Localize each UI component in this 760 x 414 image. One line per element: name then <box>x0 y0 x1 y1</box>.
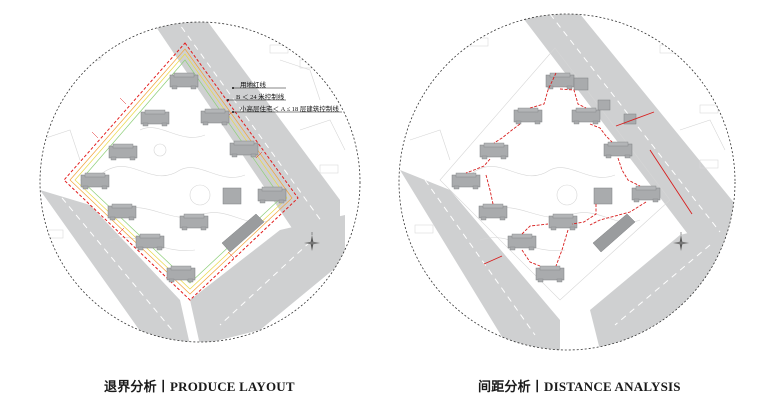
building <box>229 140 259 158</box>
road-segment <box>40 190 190 342</box>
residential-buildings <box>451 72 661 283</box>
building <box>166 265 196 283</box>
building <box>221 213 265 253</box>
building <box>478 203 508 221</box>
legend-label-24m-control-line: B ＜ 24 米控制线 <box>236 94 285 101</box>
building <box>545 72 575 90</box>
building <box>513 107 543 125</box>
road-distance-lines <box>483 111 693 265</box>
building <box>535 265 565 283</box>
building <box>597 99 611 111</box>
building <box>80 172 110 190</box>
building <box>135 233 165 251</box>
building <box>222 187 242 205</box>
analysis-boundary-circle <box>398 13 736 351</box>
compass-rose-icon <box>673 232 689 251</box>
legend <box>227 87 342 113</box>
building <box>479 142 509 160</box>
building <box>573 77 589 91</box>
building <box>169 72 199 90</box>
panel-caption-setback-analysis: 退界分析丨PRODUCE LAYOUT <box>104 379 295 394</box>
building <box>108 143 138 161</box>
setback-analysis-panel <box>39 21 361 343</box>
legend-label-site-redline: 用地红线 <box>240 82 266 89</box>
building <box>592 213 636 253</box>
compass-rose-icon <box>304 232 320 251</box>
building <box>571 107 601 125</box>
building <box>200 108 230 126</box>
building <box>140 109 170 127</box>
legend-label-18-storey-control-line: 小高层住宅＜ A ≤ 18 层建筑控制线 <box>240 106 339 113</box>
distance-lines <box>465 72 647 267</box>
building <box>179 213 209 231</box>
building <box>603 141 633 159</box>
analysis-boundary-circle <box>39 21 361 343</box>
road-segment <box>400 170 560 350</box>
road-network <box>400 14 735 350</box>
building <box>548 213 578 231</box>
building <box>631 185 661 203</box>
site-redline <box>63 42 299 301</box>
building <box>257 186 287 204</box>
panel-caption-distance-analysis: 间距分析丨DISTANCE ANALYSIS <box>478 379 681 394</box>
building <box>107 203 137 221</box>
building <box>451 172 481 190</box>
road-segment <box>520 14 735 250</box>
road-segment <box>590 220 735 350</box>
building <box>507 233 537 251</box>
distance-analysis-panel <box>398 13 736 351</box>
residential-buildings <box>80 72 287 283</box>
road-segment <box>190 215 345 342</box>
building <box>593 187 613 205</box>
